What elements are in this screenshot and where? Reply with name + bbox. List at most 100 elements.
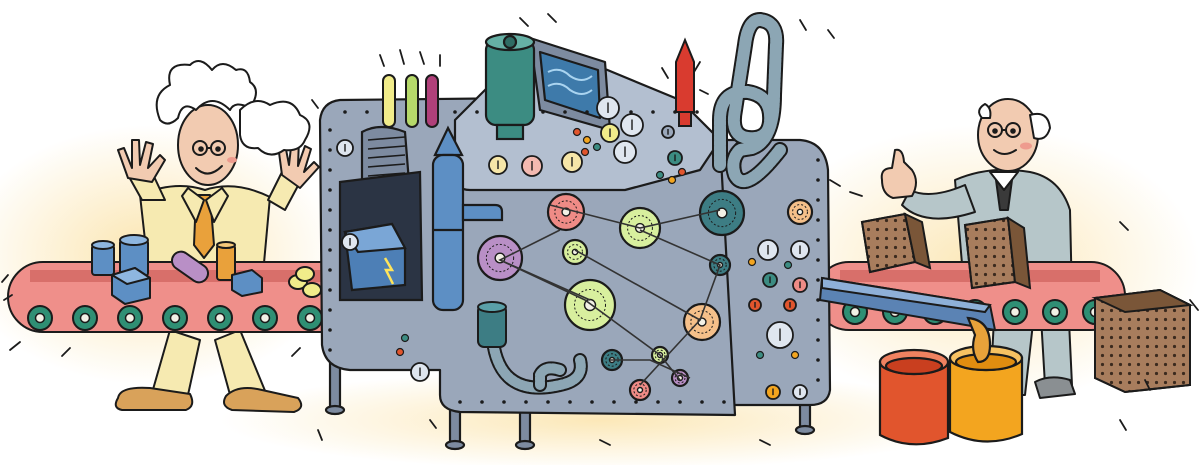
motion-mark [699, 89, 709, 95]
rivet [816, 158, 820, 162]
roller-hub [1009, 306, 1021, 318]
rivet [816, 198, 820, 202]
rivet [816, 278, 820, 282]
roller-hub [214, 312, 226, 324]
rivet [475, 110, 479, 114]
motion-mark [311, 99, 319, 109]
indicator-light [572, 127, 582, 137]
rivet [612, 400, 616, 404]
rivet [328, 268, 332, 272]
rivet [453, 110, 457, 114]
rivet [563, 110, 567, 114]
rivet [524, 400, 528, 404]
indicator-light [400, 333, 410, 343]
rivet [816, 338, 820, 342]
rivet [629, 110, 633, 114]
paint-buckets [878, 316, 1024, 446]
gear-ring [485, 243, 515, 273]
motion-mark [1119, 221, 1129, 231]
motion-mark [3, 294, 13, 301]
gear-ring [567, 244, 583, 260]
rocket [675, 37, 695, 127]
gear-ring [713, 258, 727, 272]
rivet [816, 358, 820, 362]
blue-cylinder [431, 125, 504, 312]
machine-dials [336, 96, 810, 400]
rivet [546, 400, 550, 404]
rivet [328, 168, 332, 172]
rivet [328, 228, 332, 232]
roller-hub [34, 312, 46, 324]
motion-mark [759, 439, 771, 446]
roller-hub [169, 312, 181, 324]
rivet [816, 258, 820, 262]
rivet [365, 110, 369, 114]
gear-ring [707, 198, 737, 228]
rivet [328, 328, 332, 332]
roller-hub [124, 312, 136, 324]
green-canister [484, 32, 536, 141]
left-belt-products [91, 234, 322, 305]
rivet [541, 110, 545, 114]
left-scientist [114, 60, 320, 413]
rivet [722, 400, 726, 404]
indicator-light [790, 350, 800, 360]
motion-mark [849, 191, 863, 197]
motion-mark [1189, 299, 1199, 311]
rivet [328, 348, 332, 352]
motion-mark [399, 49, 405, 65]
vent-slat [367, 172, 406, 177]
rivet [480, 400, 484, 404]
motion-mark [291, 347, 301, 357]
rivet [651, 110, 655, 114]
rivet [656, 400, 660, 404]
motion-mark [547, 13, 557, 23]
teal-nozzle [477, 301, 507, 348]
indicator-light [755, 350, 765, 360]
rivet [816, 378, 820, 382]
test-tubes [382, 74, 439, 128]
vent-slat [367, 163, 406, 168]
gear-hub [636, 386, 644, 394]
roller-hub [1049, 306, 1061, 318]
gear-ring [654, 349, 666, 361]
rivet [585, 110, 589, 114]
indicator-light [783, 260, 793, 270]
rivet [816, 178, 820, 182]
indicator-light [582, 135, 592, 145]
rivet [816, 318, 820, 322]
roller-hub [79, 312, 91, 324]
rivet [328, 128, 332, 132]
gear-ring [627, 215, 653, 241]
gear-ring [792, 204, 808, 220]
roller-hub [849, 306, 861, 318]
rivet [328, 308, 332, 312]
motion-mark [1119, 419, 1127, 431]
gear-hub [796, 208, 804, 216]
sponge-blocks [860, 212, 1194, 394]
indicator-light [667, 175, 677, 185]
rivet [695, 110, 699, 114]
indicator-light [395, 347, 405, 357]
motion-mark [693, 61, 701, 73]
vent-slat [367, 154, 406, 159]
motion-mark [419, 51, 425, 65]
motion-mark [829, 179, 841, 187]
output-chute [818, 276, 997, 332]
motion-mark [429, 419, 437, 429]
rivet [458, 400, 462, 404]
rivet [343, 110, 347, 114]
motion-marks [1, 13, 1199, 446]
motion-mark [661, 67, 669, 79]
rivet [328, 148, 332, 152]
indicator-light [677, 167, 687, 177]
motion-mark [317, 429, 323, 441]
hoses [485, 323, 588, 395]
rivet [816, 238, 820, 242]
gear-ring [674, 372, 686, 384]
motion-mark [827, 29, 835, 39]
motion-mark [1144, 379, 1151, 391]
rivet [634, 400, 638, 404]
drive-belts [498, 204, 722, 386]
rivet [568, 400, 572, 404]
